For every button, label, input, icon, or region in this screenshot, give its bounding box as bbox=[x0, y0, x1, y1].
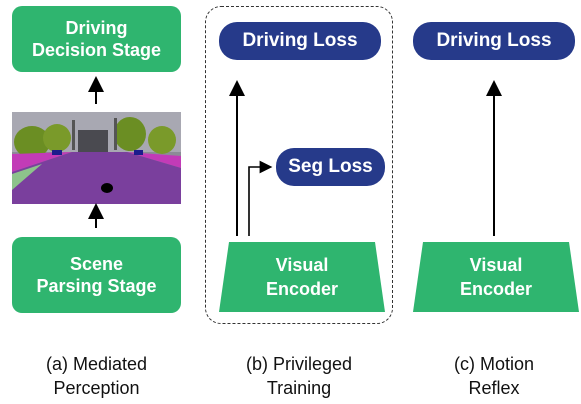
visual-encoder-c-line1: Visual bbox=[469, 255, 523, 275]
caption-b-line2: Training bbox=[266, 378, 332, 398]
visual-encoder-label-c: Visual Encoder bbox=[413, 253, 579, 301]
seg-loss-box: Seg Loss bbox=[276, 148, 385, 186]
caption-c-line2: Reflex bbox=[468, 378, 520, 398]
driving-loss-label-c: Driving Loss bbox=[436, 30, 552, 51]
caption-c-line1: (c) Motion bbox=[453, 354, 534, 374]
visual-encoder-label-b: Visual Encoder bbox=[219, 253, 385, 301]
visual-encoder-trapezoid-b bbox=[219, 242, 385, 312]
driving-decision-stage-box: Driving Decision Stage bbox=[12, 6, 181, 72]
caption-a-line1: (a) Mediated bbox=[45, 354, 148, 374]
driving-decision-line1: Driving bbox=[65, 18, 128, 38]
driving-loss-box-b: Driving Loss bbox=[219, 22, 381, 60]
visual-encoder-trapezoid-c bbox=[413, 242, 579, 312]
caption-a: (a) Mediated Perception bbox=[12, 352, 181, 400]
visual-encoder-c-line2: Encoder bbox=[459, 279, 533, 299]
caption-b: (b) Privileged Training bbox=[205, 352, 393, 400]
seg-loss-label: Seg Loss bbox=[288, 156, 373, 177]
visual-encoder-b-line1: Visual bbox=[275, 255, 329, 275]
privileged-training-dashed-frame bbox=[205, 6, 393, 324]
driving-loss-label-b: Driving Loss bbox=[242, 30, 358, 51]
caption-a-line2: Perception bbox=[53, 378, 140, 398]
scene-parsing-line1: Scene bbox=[69, 254, 124, 274]
scene-parsing-line2: Parsing Stage bbox=[36, 276, 157, 296]
driving-loss-box-c: Driving Loss bbox=[413, 22, 575, 60]
arrow-encoder-to-seg-loss bbox=[248, 160, 273, 236]
caption-c: (c) Motion Reflex bbox=[400, 352, 581, 400]
scene-parsing-stage-box: Scene Parsing Stage bbox=[12, 237, 181, 313]
caption-b-line1: (b) Privileged bbox=[245, 354, 353, 374]
driving-decision-line2: Decision Stage bbox=[31, 40, 162, 60]
visual-encoder-b-line2: Encoder bbox=[265, 279, 339, 299]
segmentation-scene-image bbox=[12, 112, 181, 204]
